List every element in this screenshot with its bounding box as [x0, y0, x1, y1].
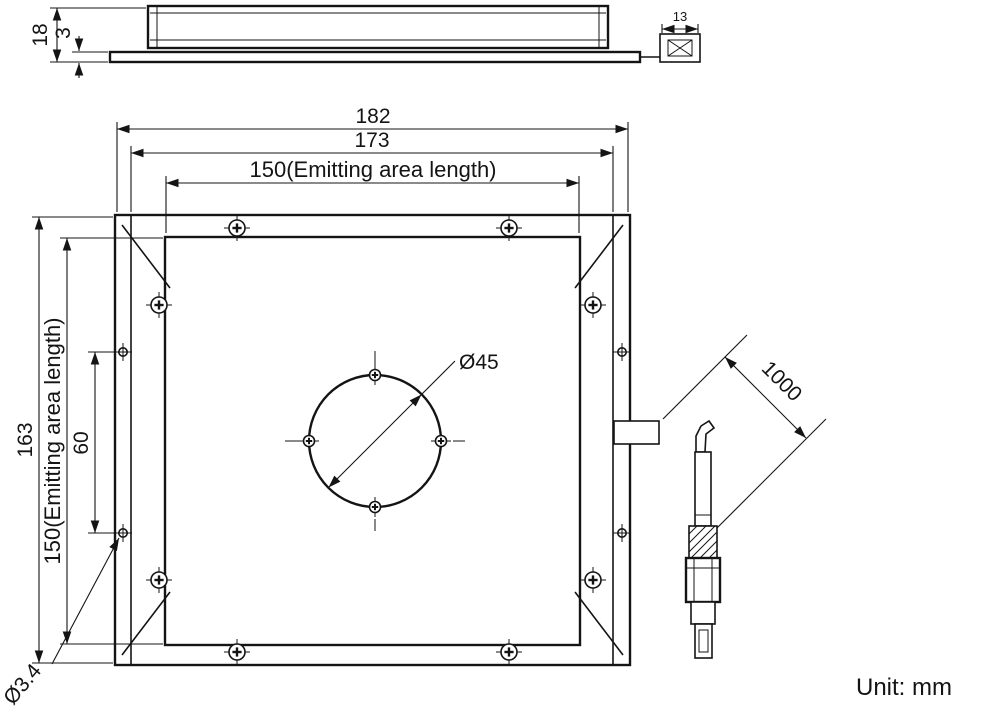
connector-detail	[667, 39, 693, 57]
unit-note: Unit: mm	[856, 674, 952, 701]
leader-line	[51, 537, 120, 665]
corner-bevel-line	[121, 224, 171, 289]
hatch-line	[688, 525, 707, 544]
dim-center-hole: Ø45	[459, 351, 499, 374]
cable-and-connector	[613, 419, 722, 659]
diameter-line	[328, 394, 422, 488]
dim-hole-pitch: 60	[70, 431, 93, 454]
leader-line	[421, 360, 456, 395]
hatch-line	[688, 525, 698, 535]
dim-emitting-height: 150(Emitting area length)	[40, 317, 65, 564]
left-dimensions: 163 150(Emitting area length) 60	[14, 216, 163, 664]
front-view	[113, 213, 632, 667]
dim-mounting-hole: Ø3.4	[0, 659, 46, 709]
connector-collar	[690, 601, 716, 625]
dim-overall-thickness: 18	[29, 23, 52, 46]
side-view-body	[146, 4, 610, 50]
dim-connector-width: 13	[673, 9, 687, 24]
extension-line	[662, 334, 748, 420]
corner-bevel-line	[574, 224, 624, 289]
connector-plug-tip	[694, 623, 713, 659]
side-view-dimensions: 18 3 13	[29, 7, 699, 78]
hatch-line	[699, 540, 718, 559]
dim-cable-length: 1000	[757, 357, 806, 406]
dim-overall-width: 182	[355, 105, 390, 128]
extension-line	[716, 418, 827, 529]
hatch-line	[688, 525, 716, 553]
corner-bevel-line	[574, 591, 624, 656]
dim-plate-thickness: 3	[52, 27, 75, 39]
emitting-area	[163, 235, 582, 647]
cable-exit-tab	[613, 420, 660, 445]
side-view-diffuser-plate	[108, 50, 642, 64]
dimension-line	[724, 356, 807, 439]
hatch-line	[690, 531, 718, 559]
connector-hook	[695, 419, 716, 453]
cable-boot-hatching	[688, 525, 718, 559]
plug-contact	[698, 629, 709, 653]
top-dimensions: 182 173 150(Emitting area length)	[116, 105, 629, 233]
dim-emitting-width: 150(Emitting area length)	[249, 157, 496, 182]
cable-length-dimension: 1000	[662, 334, 827, 529]
cable-boot	[688, 525, 718, 559]
dim-overall-height: 163	[14, 422, 37, 457]
side-view	[108, 4, 701, 64]
connector-body	[684, 556, 722, 604]
center-hole-callout: Ø45	[328, 351, 499, 488]
hatch-line	[708, 549, 718, 559]
connector-detail-line	[667, 39, 693, 57]
dim-body-width: 173	[354, 129, 389, 152]
